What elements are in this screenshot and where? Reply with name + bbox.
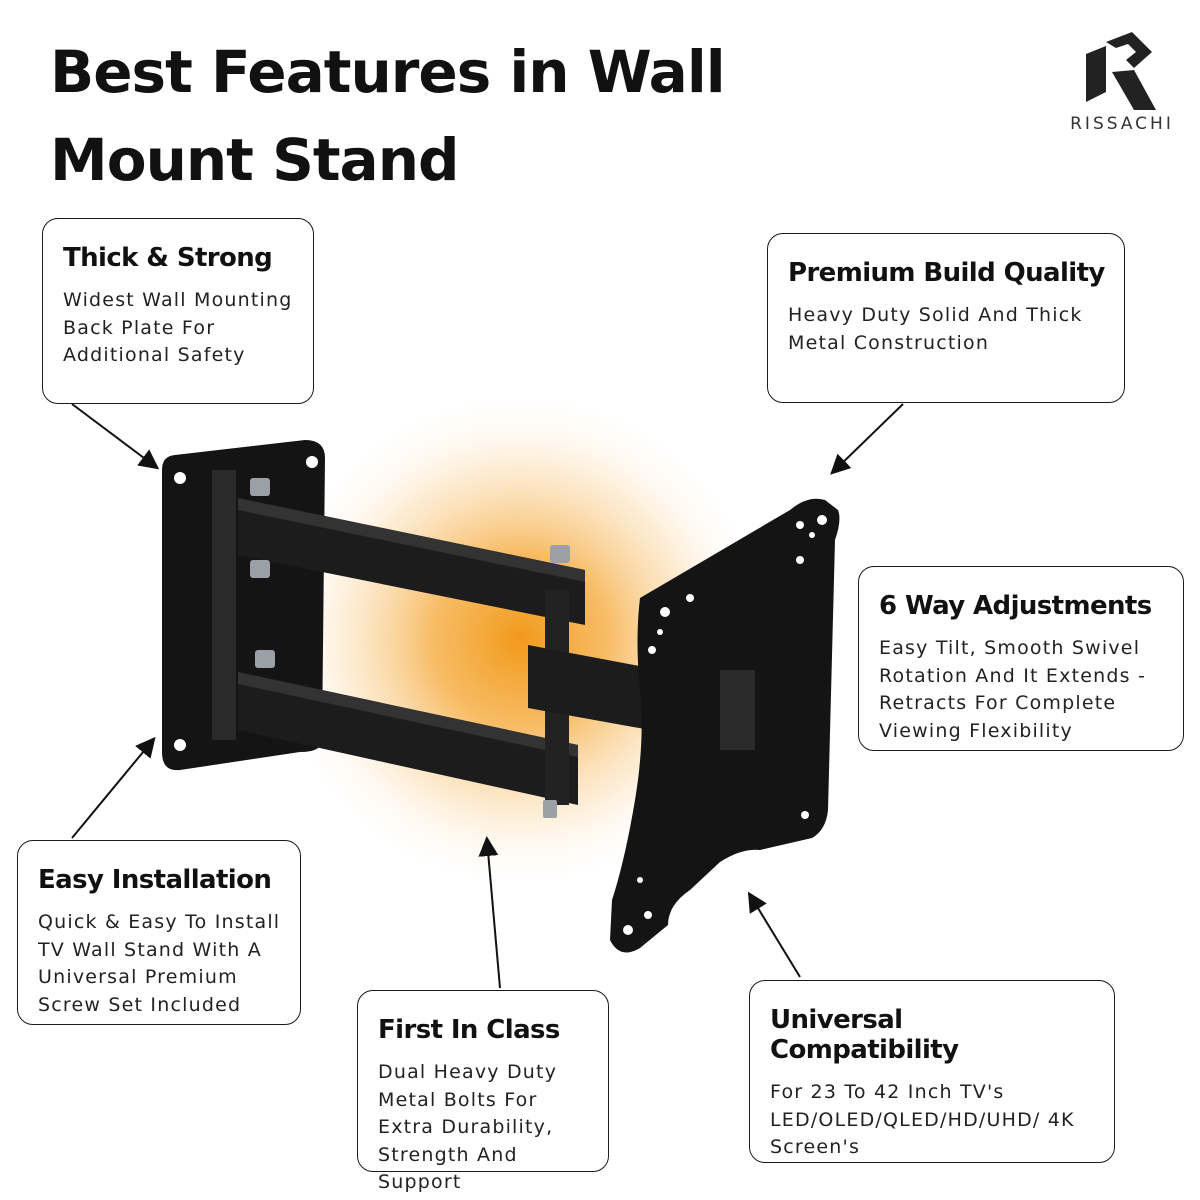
brand-logo: RISSACHI	[1062, 30, 1182, 134]
feature-text: Quick & Easy To Install TV Wall Stand Wi…	[38, 911, 281, 1016]
feature-card-universal-compatibility: Universal Compatibility For 23 To 42 Inc…	[749, 980, 1115, 1163]
r-monogram-icon	[1086, 32, 1156, 110]
feature-title: First In Class	[378, 1015, 560, 1045]
feature-title: Premium Build Quality	[788, 258, 1105, 288]
feature-card-first-in-class: First In Class Dual Heavy Duty Metal Bol…	[357, 990, 609, 1193]
feature-text: Easy Tilt, Smooth Swivel Rotation And It…	[879, 637, 1147, 742]
feature-title: 6 Way Adjustments	[879, 591, 1152, 621]
feature-card-premium-build: Premium Build Quality Heavy Duty Solid A…	[767, 233, 1125, 403]
feature-text: Widest Wall Mounting Back Plate For Addi…	[63, 289, 293, 366]
feature-text: Heavy Duty Solid And Thick Metal Constru…	[788, 304, 1083, 354]
wall-mount-bracket-icon	[162, 440, 840, 953]
feature-card-thick-strong: Thick & Strong Widest Wall Mounting Back…	[42, 218, 314, 404]
brand-name: RISSACHI	[1070, 114, 1174, 134]
feature-text: For 23 To 42 Inch TV's LED/OLED/QLED/HD/…	[770, 1081, 1075, 1158]
feature-card-6-way-adjustments: 6 Way Adjustments Easy Tilt, Smooth Swiv…	[858, 566, 1184, 751]
feature-title: Universal Compatibility	[770, 1005, 959, 1065]
feature-title: Thick & Strong	[63, 243, 273, 273]
feature-text: Dual Heavy Duty Metal Bolts For Extra Du…	[378, 1061, 558, 1193]
page-title: Best Features in Wall Mount Stand	[50, 38, 726, 194]
arrow-icon	[71, 403, 904, 989]
feature-card-easy-installation: Easy Installation Quick & Easy To Instal…	[17, 840, 301, 1025]
feature-title: Easy Installation	[38, 865, 272, 895]
